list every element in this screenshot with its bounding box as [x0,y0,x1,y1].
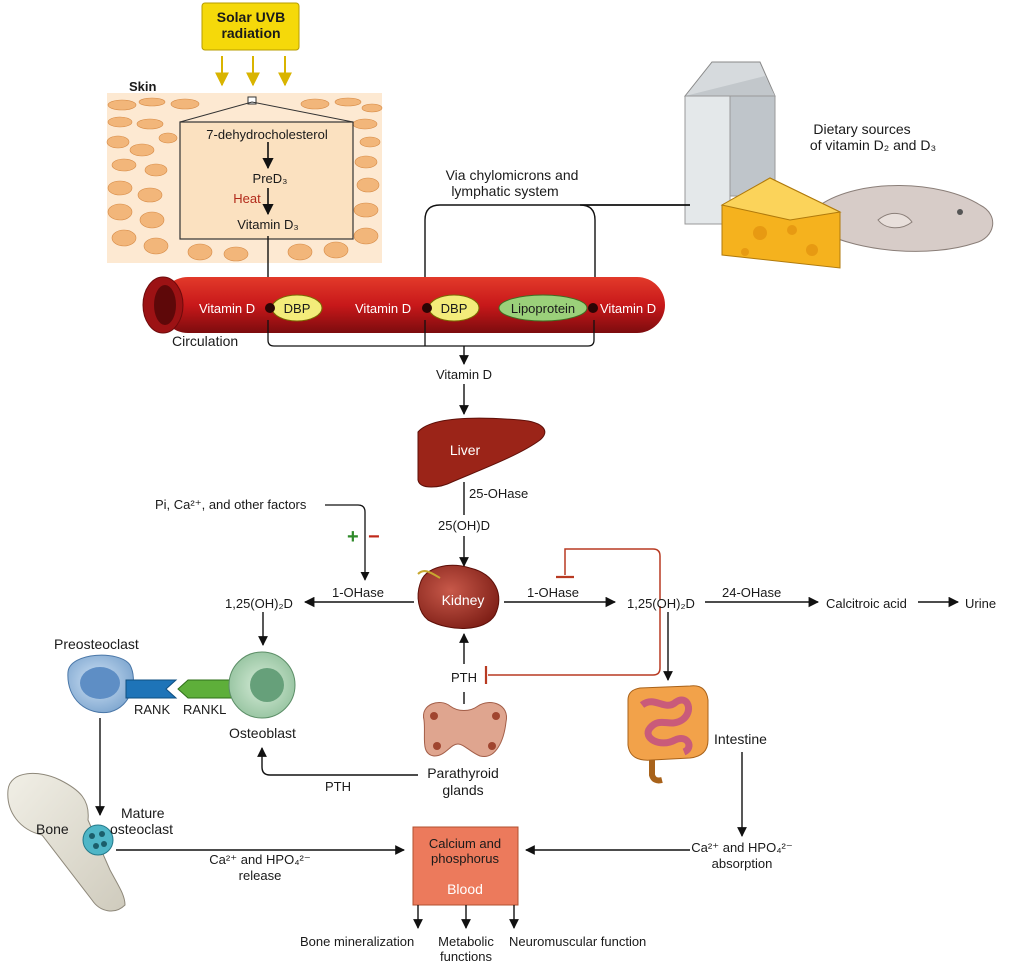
blood-box-line-1: Calcium and [428,836,502,851]
mature-label-2: osteoclast [110,821,174,837]
dietary-label-1: Dietary sources [813,121,911,137]
kidney-organ [417,564,500,629]
pth-left-label: PTH [325,779,351,794]
parathyroid-organ [423,702,507,757]
outcome-metabolic-2: functions [439,949,493,964]
vitd-center-label: Vitamin D [435,367,493,382]
osteoblast-label: Osteoblast [229,725,296,741]
skin-inset [179,121,354,240]
vessel-vitd-3: Vitamin D [600,301,657,316]
chylo-label-2: lymphatic system [451,183,559,199]
vessel-vitd-2: Vitamin D [355,301,412,316]
blood-box [412,826,519,906]
factors-arrow [325,504,370,581]
release-label-2: release [238,868,282,883]
solar-label-1: Solar UVB [216,9,286,25]
dbp-label-2: DBP [440,301,468,316]
inhibit-1ohase [564,548,661,600]
chylo-arrow-left [420,204,690,301]
intestine-label: Intestine [714,731,767,747]
ohase1-right-label: 1-OHase [527,585,580,600]
lipoprotein-pill [498,294,588,322]
vitd-dot-1 [265,303,275,313]
circulation-label: Circulation [172,333,239,349]
calcitriol-right-label: 1,25(OH)₂D [627,596,695,611]
skin-step-3: Vitamin D₃ [237,217,299,232]
absorption-label-2: absorption [711,856,773,871]
plus-sign: + [347,526,359,548]
preosteoclast-label: Preosteoclast [54,636,139,652]
outcome-metabolic-1: Metabolic [438,934,494,949]
ohase1-left-label: 1-OHase [332,585,385,600]
ohd25-label: 25(OH)D [437,518,491,533]
rank-label: RANK [134,702,171,717]
calcitroic-label: Calcitroic acid [826,596,907,611]
blood-box-line-2: phosphorus [431,851,499,866]
urine-label: Urine [965,596,997,611]
circulation-collector [267,320,595,347]
preosteoclast-cell [67,654,134,714]
fish-illustration [788,185,994,252]
osteoblast-cell [228,651,296,719]
zoom-lines [179,101,354,123]
minus-sign: − [368,526,380,548]
factors-label: Pi, Ca²⁺, and other factors [155,497,307,512]
rank-receptor [125,679,178,699]
skin-step-2: PreD₃ [252,171,288,186]
outcome-neuromuscular: Neuromuscular function [509,934,647,949]
mature-osteoclast [82,824,114,856]
chylo-arrow-right [579,204,690,301]
intestine-organ [627,685,709,784]
release-label-1: Ca²⁺ and HPO₄²⁻ [209,852,311,867]
skin-step-1: 7-dehydrocholesterol [206,127,328,142]
dbp-label-1: DBP [283,301,311,316]
ohase24-label: 24-OHase [722,585,782,600]
pth-up-label: PTH [451,670,477,685]
ohase25-label: 25-OHase [469,486,529,501]
dietary-label-2: of vitamin D₂ and D₃ [809,137,937,153]
solar-box [201,2,300,51]
skin-label: Skin [129,79,157,94]
liver-organ [417,417,546,488]
heat-label: Heat [233,191,261,206]
bone-label: Bone [36,821,69,837]
parathyroid-label-2: glands [442,782,484,798]
kidney-label: Kidney [441,592,485,608]
rankl-ligand [177,679,235,699]
bone-illustration [7,772,126,912]
vitd-dot-3 [588,303,598,313]
absorption-label-1: Ca²⁺ and HPO₄²⁻ [691,840,793,855]
rankl-label: RANKL [183,702,227,717]
outcome-bone: Bone mineralization [300,934,415,949]
pth-to-osteoblast [257,747,418,776]
calcitriol-left-label: 1,25(OH)₂D [225,596,293,611]
milk-carton-illustration [683,61,776,225]
inhibit-pth [488,606,661,676]
lipoprotein-label: Lipoprotein [510,301,576,316]
zoom-marker [247,96,257,105]
chylo-label-1: Via chylomicrons and [445,167,579,183]
parathyroid-label-1: Parathyroid [427,765,499,781]
vessel-vitd-1: Vitamin D [199,301,256,316]
mature-label-1: Mature [121,805,165,821]
vitd-dot-2 [422,303,432,313]
solar-label-2: radiation [221,25,281,41]
liver-label: Liver [449,442,481,458]
cheese-illustration [720,177,842,269]
blood-box-title: Blood [447,881,483,897]
